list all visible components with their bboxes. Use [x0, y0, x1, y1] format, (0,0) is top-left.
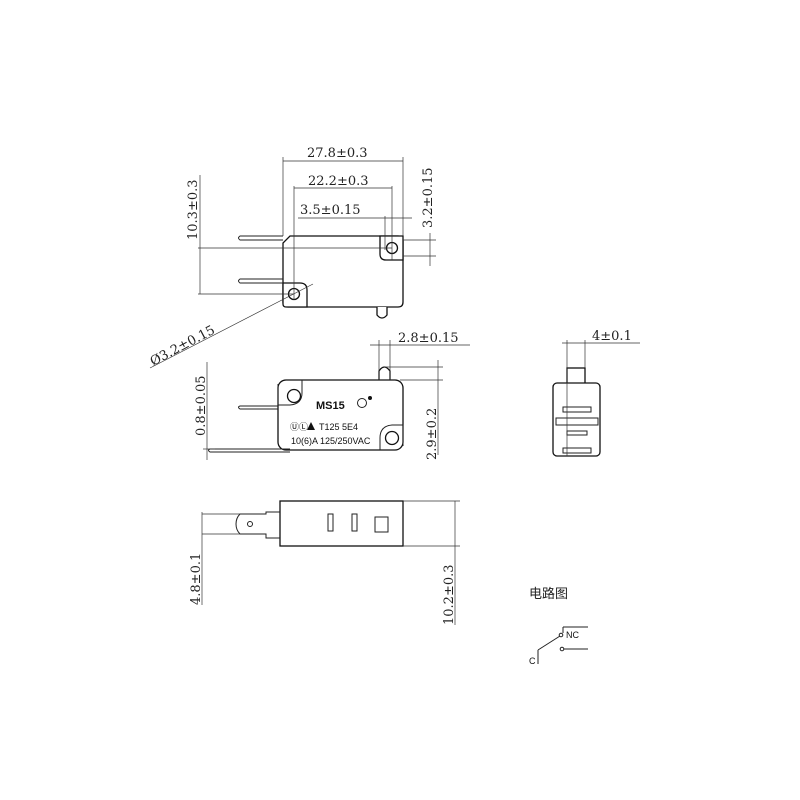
c-label: C [529, 656, 536, 666]
rating-label: 10(6)A 125/250VAC [291, 436, 371, 446]
warning-triangle-icon [307, 422, 315, 430]
dim-plunger-height: 2.9±0.2 [425, 408, 440, 460]
dim-plunger-width: 2.8±0.15 [398, 331, 459, 346]
top-view: 27.8±0.3 22.2±0.3 3.5±0.15 3.2±0.15 10.3… [148, 146, 436, 370]
front-terminal-lower [208, 448, 290, 453]
bottom-view-body [279, 500, 404, 547]
front-view-plunger [378, 366, 391, 380]
circuit-diagram: 电路图 NC C [529, 586, 588, 666]
front-left-mounting-hole [286, 388, 302, 404]
dim-terminal-thickness: 0.8±0.05 [194, 375, 209, 436]
terminal-lower [238, 278, 283, 284]
model-label: MS15 [316, 400, 345, 412]
dim-body-width: 10.2±0.3 [442, 564, 457, 625]
front-right-mounting-hole [384, 430, 400, 446]
bottom-terminal [235, 511, 280, 539]
dim-hole-spacing: 22.2±0.3 [308, 174, 369, 189]
side-view: 4±0.1 [552, 329, 640, 457]
certification-mark-icon [357, 398, 367, 408]
ul-mark-icon: ⓊⓁ [290, 422, 308, 432]
dim-side-plunger: 4±0.1 [592, 329, 632, 344]
front-view: MS15 ⓊⓁ T125 5E4 10(6)A 125/250VAC 2.8±0… [194, 331, 470, 460]
dim-hole-vertical: 3.2±0.15 [421, 167, 436, 228]
certification-dot-icon [368, 396, 372, 400]
top-view-plunger [376, 307, 388, 319]
rating-code: T125 5E4 [319, 422, 358, 432]
dim-terminal-width: 4.8±0.1 [189, 553, 204, 605]
side-view-body [552, 382, 601, 457]
circuit-title: 电路图 [529, 586, 568, 602]
nc-label: NC [566, 630, 579, 640]
terminal-upper [238, 235, 283, 241]
dim-height-holes: 10.3±0.3 [186, 179, 201, 240]
dim-hole-offset: 3.5±0.15 [300, 203, 361, 218]
front-terminal-upper [238, 405, 278, 410]
bottom-view: 4.8±0.1 10.2±0.3 [189, 500, 460, 625]
side-view-plunger [566, 367, 586, 385]
dim-overall-length: 27.8±0.3 [307, 146, 368, 161]
switch-contact [537, 635, 561, 651]
